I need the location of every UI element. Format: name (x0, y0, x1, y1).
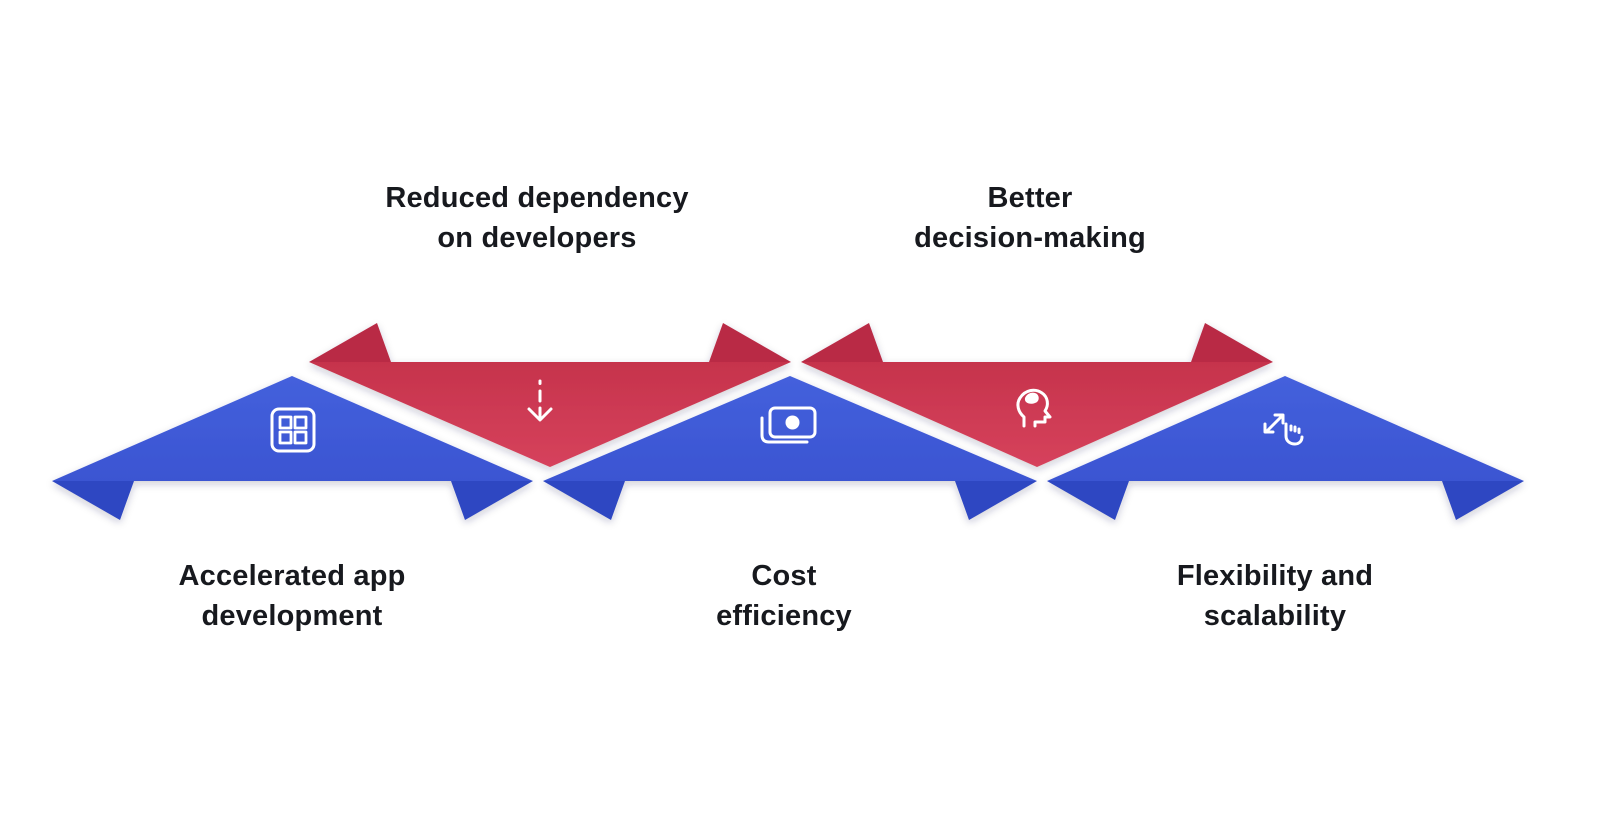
dashed-down-arrow-icon (527, 379, 553, 422)
label-accelerated-app-development: Accelerated app development (178, 560, 406, 632)
ribbon-fold (801, 323, 883, 362)
label-reduced-dependency: Reduced dependency on developers (385, 182, 689, 254)
apps-grid-icon (270, 407, 316, 453)
shape-accelerated-app-development (52, 376, 533, 520)
shape-better-decision-making (801, 323, 1273, 467)
ribbon-fold (1191, 323, 1273, 362)
ribbon-fold (1047, 481, 1129, 520)
ribbon-fold (543, 481, 625, 520)
triangle-main (309, 362, 791, 467)
shape-reduced-dependency (309, 323, 791, 467)
ribbon-fold (955, 481, 1037, 520)
shape-cost-efficiency (543, 376, 1037, 520)
label-flexibility-scalability: Flexibility and scalability (1176, 560, 1374, 632)
ribbon-fold (52, 481, 134, 520)
ribbon-fold (451, 481, 533, 520)
flex-scale-icon (1263, 413, 1304, 446)
label-better-decision-making: Better decision-making (914, 182, 1146, 254)
triangle-main (52, 376, 533, 481)
ribbon-fold (309, 323, 391, 362)
money-icon (760, 406, 817, 444)
ribbon-fold (1442, 481, 1524, 520)
ribbon-fold (709, 323, 791, 362)
triangle-main (801, 362, 1273, 467)
head-brain-icon (1016, 388, 1052, 428)
label-cost-efficiency: Cost efficiency (716, 560, 852, 632)
shape-flexibility-scalability (1047, 376, 1524, 520)
